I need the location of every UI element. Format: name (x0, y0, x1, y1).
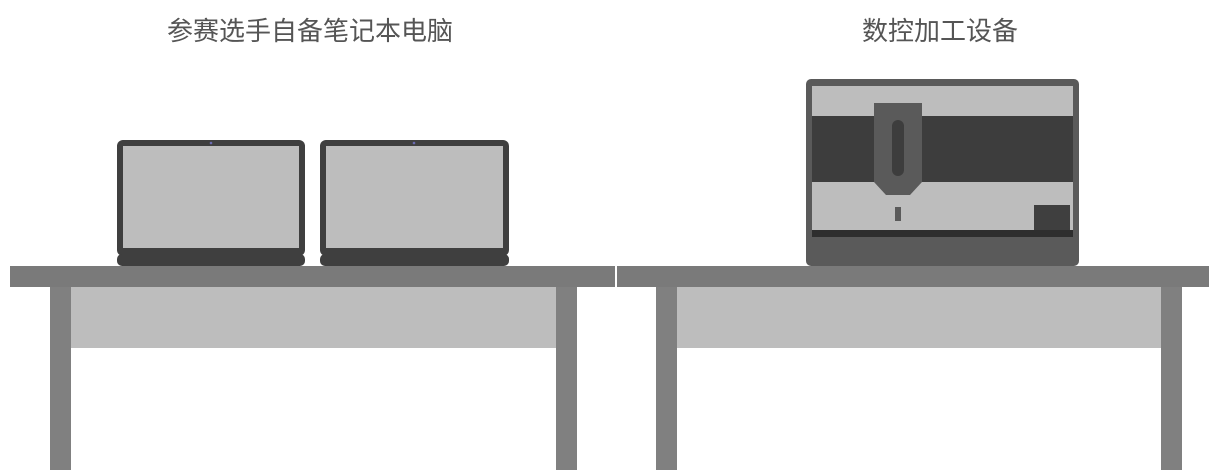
cnc-equipment-label: 数控加工设备 (861, 17, 1018, 47)
left-table (10, 266, 615, 470)
cnc-gantry-band (812, 116, 1073, 182)
laptop-screen (326, 146, 503, 248)
cnc-control-box (1034, 205, 1070, 230)
cnc-work-bed (812, 230, 1073, 237)
left-table-apron (71, 287, 556, 348)
laptop-screen (123, 146, 299, 248)
laptop-base (117, 254, 305, 266)
laptop-camera (209, 141, 213, 145)
cnc-machine-icon (806, 79, 1079, 266)
participant-laptops-label: 参赛选手自备笔记本电脑 (166, 17, 453, 47)
left-table-top (10, 266, 615, 287)
right-table-apron (677, 287, 1161, 348)
cnc-spindle-slot (892, 120, 904, 176)
right-table (617, 266, 1209, 470)
right-table-top (617, 266, 1209, 287)
laptop-base (320, 254, 509, 266)
right-table-leg-left (656, 287, 677, 470)
cnc-spindle-collet (889, 195, 907, 207)
right-table-leg-right (1161, 287, 1182, 470)
cnc-cutter-bit (895, 207, 901, 221)
left-table-leg-right (556, 287, 577, 470)
laptop-icon (117, 140, 305, 266)
laptop-camera (412, 141, 416, 145)
laptop-icon (320, 140, 509, 266)
left-table-leg-left (50, 287, 71, 470)
